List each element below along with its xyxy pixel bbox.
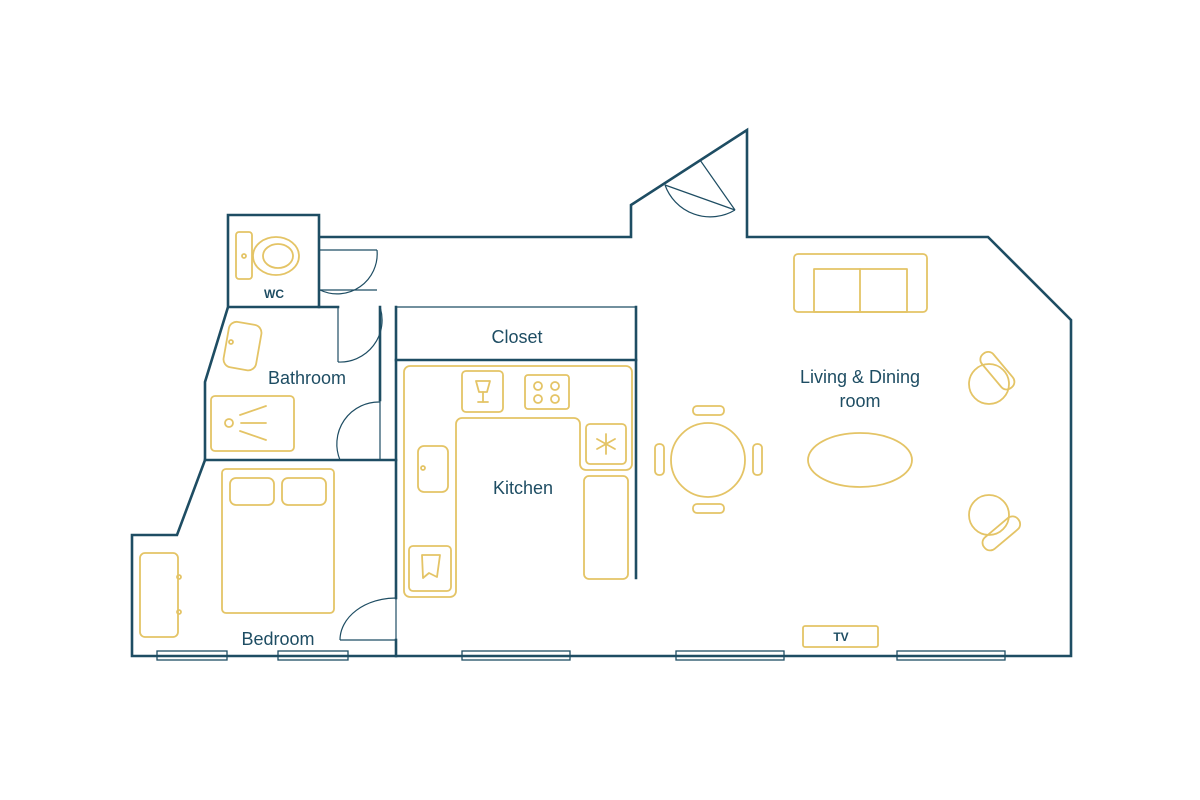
door-wc[interactable]: [319, 249, 378, 295]
walls: [130, 127, 1073, 658]
wine-glass-icon: [461, 370, 504, 413]
labels: WC Bathroom Bedroom Closet Kitchen Livin…: [241, 287, 920, 649]
shower-icon: [210, 395, 295, 452]
tv-label: TV: [833, 630, 848, 644]
window: [156, 650, 228, 661]
toilet-icon: [235, 231, 300, 280]
dishwasher-icon: [408, 545, 452, 592]
window: [896, 650, 1006, 661]
room-label-closet: Closet: [491, 327, 542, 347]
freezer-icon: [585, 423, 627, 465]
kitchen-sink-icon: [417, 445, 449, 493]
armchair-icon: [968, 494, 1022, 552]
stove-icon: [524, 374, 570, 410]
doors: [319, 159, 736, 641]
kitchen-counter: [403, 365, 633, 598]
tv-unit-icon: [802, 625, 879, 648]
dining-table-icon: [654, 405, 763, 514]
room-label-bedroom: Bedroom: [241, 629, 314, 649]
window: [675, 650, 785, 661]
coffee-table-icon: [807, 432, 913, 488]
room-label-living-line2: room: [839, 391, 880, 411]
bed-icon: [221, 468, 335, 614]
room-label-living-line1: Living & Dining: [800, 367, 920, 387]
room-label-bathroom: Bathroom: [268, 368, 346, 388]
room-label-wc: WC: [264, 287, 284, 301]
door-entrance[interactable]: [664, 159, 736, 218]
windows: [156, 650, 1006, 661]
outer-wall: [130, 127, 1073, 658]
furniture: [139, 231, 1022, 648]
sofa-icon: [793, 253, 928, 313]
dresser-icon: [139, 552, 182, 638]
door-bathroom-side[interactable]: [336, 400, 381, 461]
door-bedroom[interactable]: [339, 597, 397, 641]
door-bathroom-top[interactable]: [337, 306, 383, 363]
window: [461, 650, 571, 661]
sink-icon: [222, 320, 263, 372]
armchair-icon: [968, 350, 1016, 405]
room-label-kitchen: Kitchen: [493, 478, 553, 498]
window: [277, 650, 349, 661]
